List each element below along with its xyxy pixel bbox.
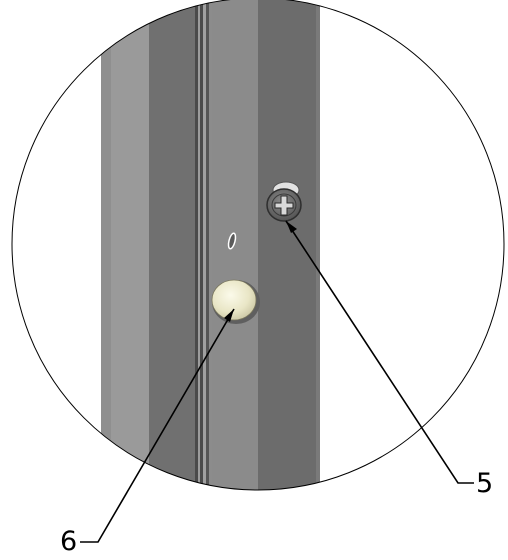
- profile-groove-gap-1: [198, 0, 200, 490]
- profile-groove-2: [200, 0, 203, 490]
- slot-hole: [227, 232, 237, 250]
- profile-groove-1: [195, 0, 198, 490]
- screw: [266, 181, 302, 222]
- profile-groove-3: [206, 0, 209, 490]
- leader-arrow-6: [224, 309, 234, 322]
- profile-right-channel: [258, 0, 316, 490]
- cover-cap: [211, 279, 260, 324]
- cap-body: [211, 279, 257, 321]
- profile-right-edge: [316, 0, 320, 490]
- leader-line-5: [285, 220, 474, 484]
- profile-left-edge: [101, 0, 111, 490]
- detail-circle-outline: [11, 0, 505, 491]
- leader-line-6: [80, 308, 235, 543]
- profile-left-face: [111, 0, 149, 490]
- aluminum-profile: [101, 0, 320, 490]
- profile-center-face: [212, 0, 258, 490]
- screw-head-rim: [271, 193, 297, 217]
- callout-label-6: 6: [60, 526, 78, 557]
- profile-left-channel: [149, 0, 195, 490]
- profile-groove-gap-3: [209, 0, 212, 490]
- phillips-cross-icon: [274, 195, 294, 216]
- leader-arrow-5: [286, 221, 297, 233]
- profile-groove-gap-2: [203, 0, 206, 490]
- callout-label-5: 5: [476, 468, 494, 499]
